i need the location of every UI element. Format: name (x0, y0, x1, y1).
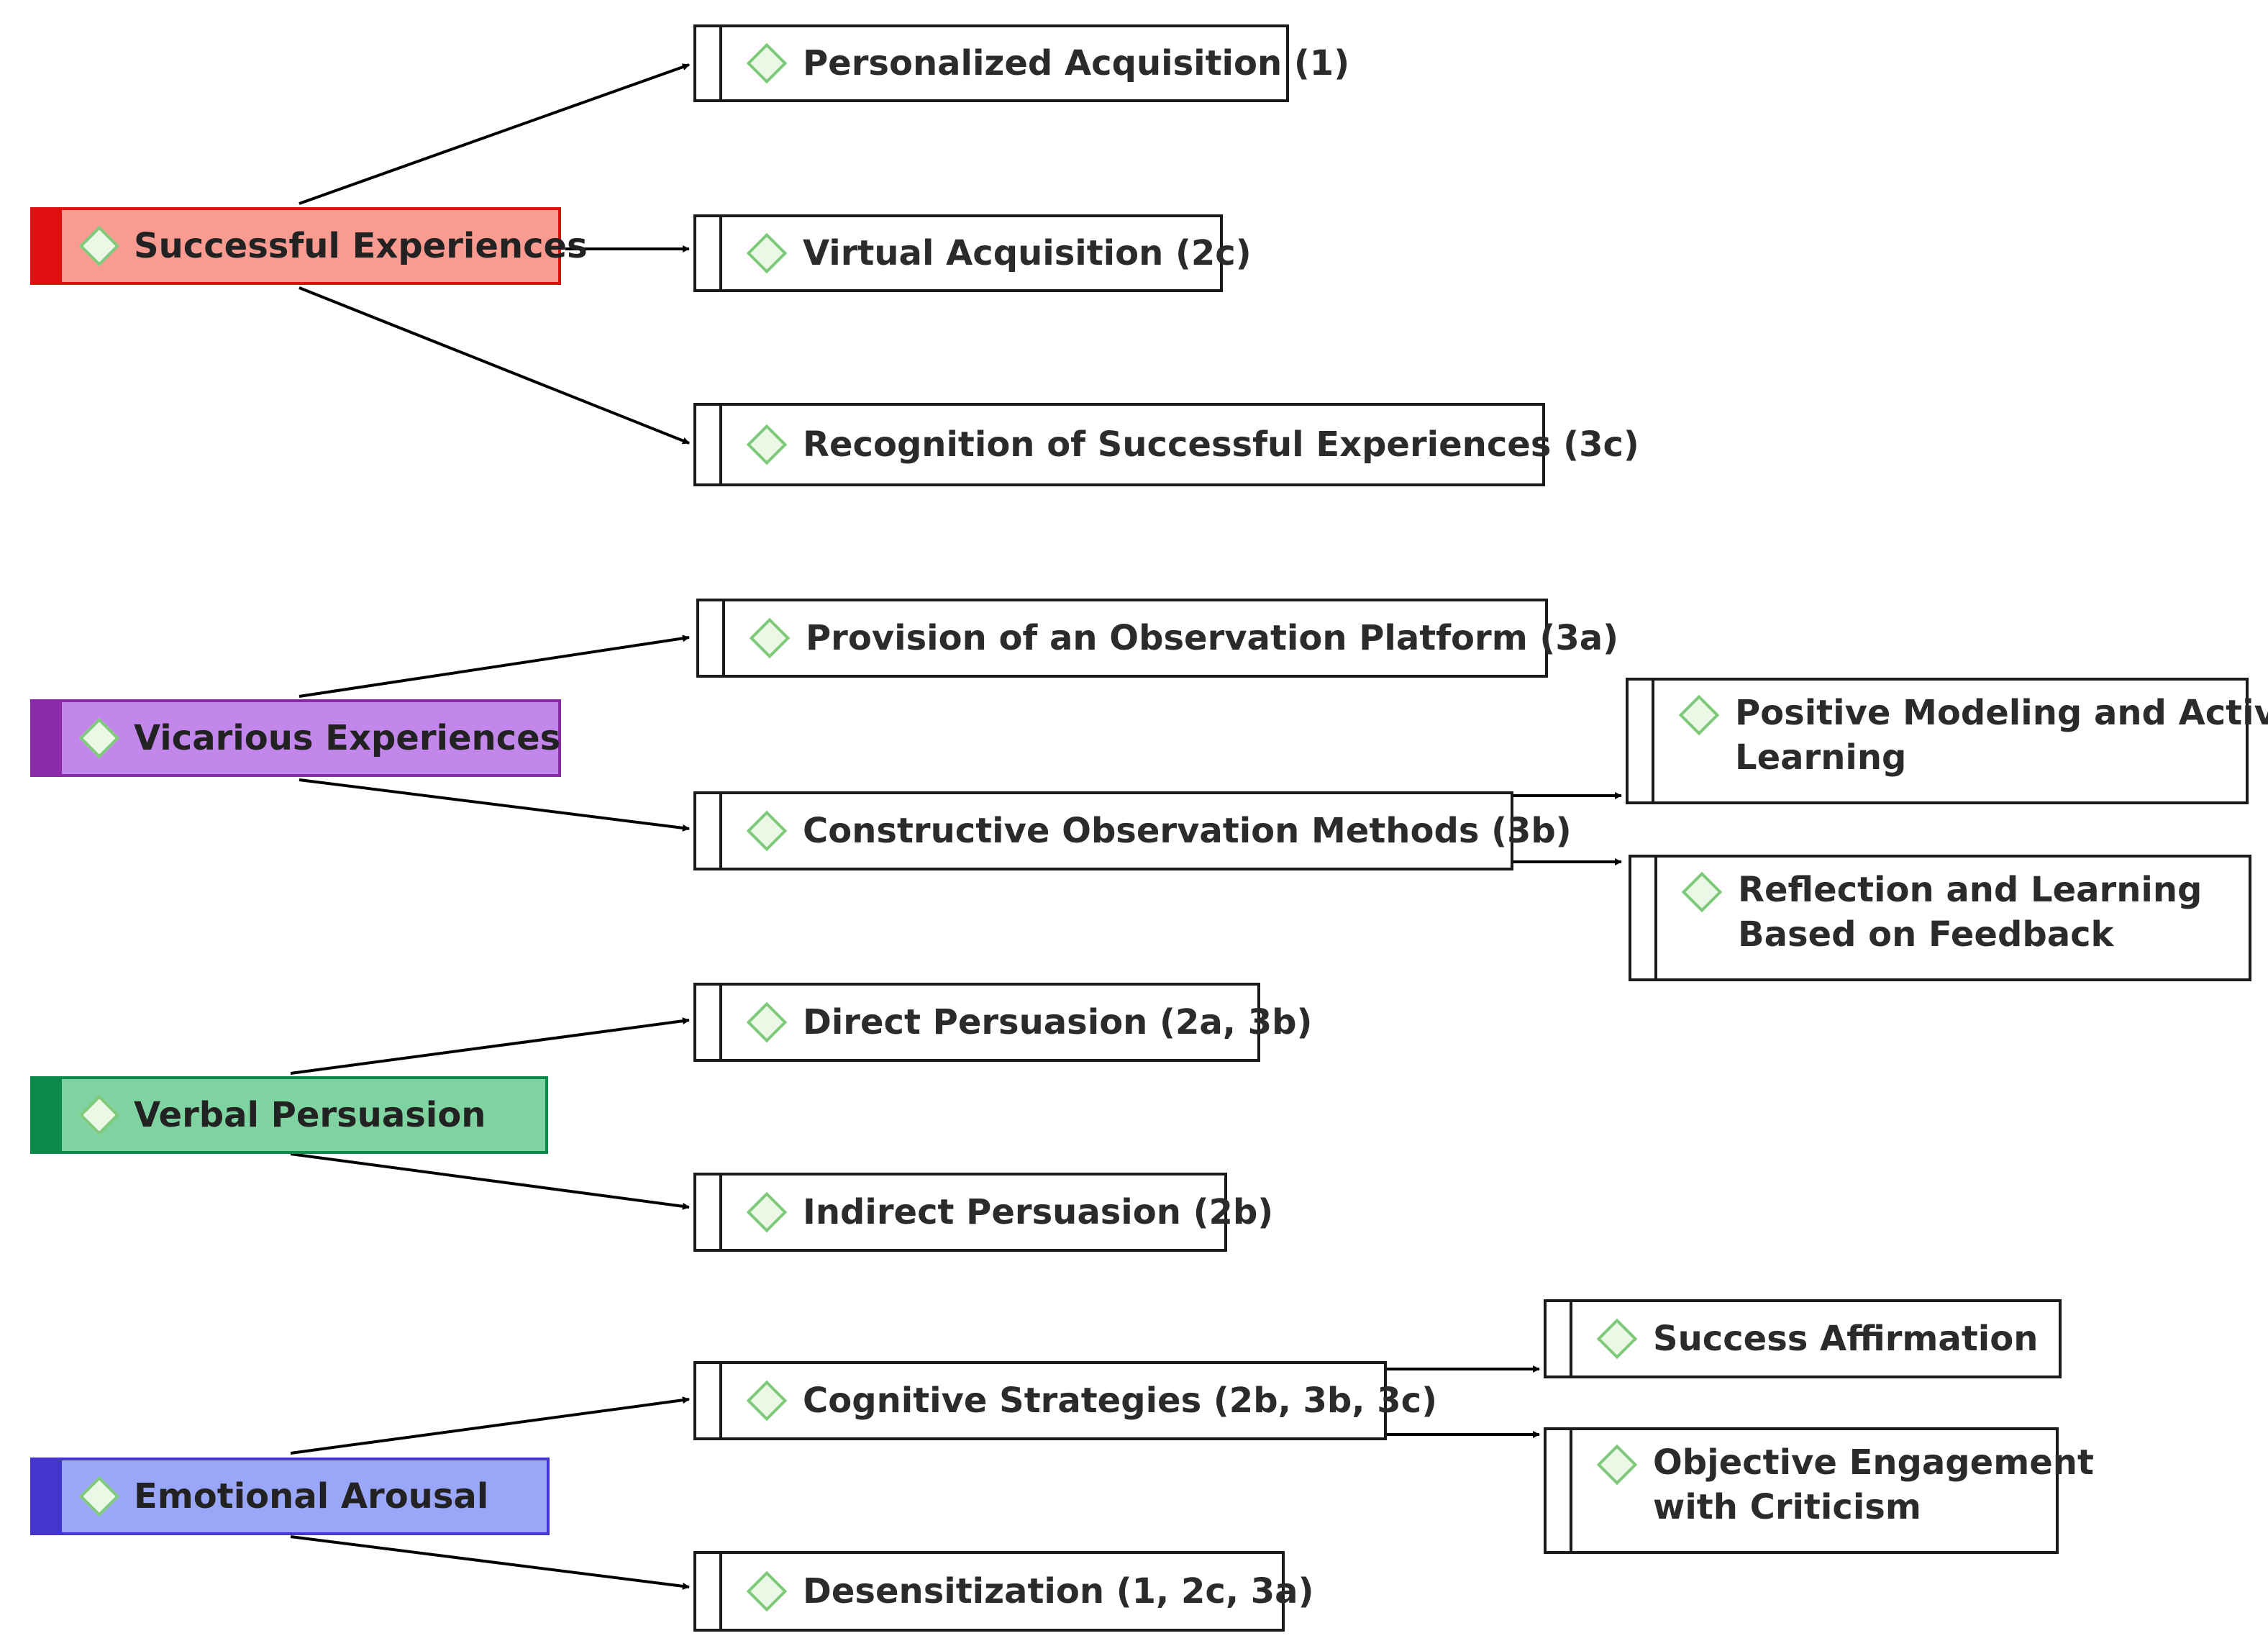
node-bar (696, 1176, 722, 1249)
category-successful-experiences: Successful Experiences (30, 207, 588, 285)
node-bar (696, 1554, 722, 1629)
diamond-icon (1678, 694, 1720, 736)
category-color-bar (33, 702, 62, 774)
diamond-icon (1681, 871, 1723, 913)
node-success-affirmation: Success Affirmation (1544, 1299, 2062, 1378)
node-label: Desensitization (1, 2c, 3a) (803, 1571, 1314, 1611)
arrow-successful-to-recognition (299, 286, 690, 445)
arrow-vicarious-to-constructive (299, 778, 690, 832)
diamond-icon (746, 810, 788, 852)
diamond-icon (1596, 1318, 1638, 1360)
node-bar (696, 406, 722, 483)
diamond-icon (746, 424, 788, 465)
node-bar (1631, 858, 1657, 978)
node-label: Indirect Persuasion (2b) (803, 1192, 1274, 1232)
node-bar (696, 1364, 722, 1437)
diamond-icon (746, 42, 788, 84)
node-bar (696, 27, 722, 99)
diamond-icon (78, 717, 120, 759)
node-bar (1547, 1430, 1572, 1551)
node-bar (696, 794, 722, 868)
diamond-icon (78, 1094, 120, 1136)
node-cognitive-strategies: Cognitive Strategies (2b, 3b, 3c) (693, 1361, 1437, 1440)
category-label: Emotional Arousal (134, 1476, 489, 1517)
diamond-icon (746, 232, 788, 274)
node-virtual-acquisition: Virtual Acquisition (2c) (693, 214, 1252, 292)
category-color-bar (33, 1079, 62, 1151)
arrow-successful-to-personalized (299, 63, 690, 205)
diamond-icon (746, 1001, 788, 1043)
node-bar (1629, 681, 1654, 801)
node-constructive-observation: Constructive Observation Methods (3b) (693, 791, 1572, 870)
category-emotional-arousal: Emotional Arousal (30, 1458, 550, 1535)
node-label: Constructive Observation Methods (3b) (803, 811, 1572, 851)
node-label: Success Affirmation (1653, 1319, 2039, 1359)
arrow-emotional-to-desensitization (290, 1535, 690, 1590)
category-color-bar (33, 1460, 62, 1532)
node-bar (696, 986, 722, 1059)
category-label: Vicarious Experiences (134, 718, 561, 758)
arrow-vicarious-to-platform (299, 635, 690, 698)
arrow-emotional-to-cognitive (290, 1396, 690, 1455)
node-label: Cognitive Strategies (2b, 3b, 3c) (803, 1381, 1437, 1421)
diamond-icon (746, 1191, 788, 1233)
node-indirect-persuasion: Indirect Persuasion (2b) (693, 1173, 1273, 1252)
node-bar (696, 217, 722, 289)
node-label: Virtual Acquisition (2c) (803, 233, 1252, 273)
diamond-icon (746, 1570, 788, 1612)
node-desensitization: Desensitization (1, 2c, 3a) (693, 1551, 1314, 1632)
node-label: Provision of an Observation Platform (3a… (806, 618, 1619, 658)
diamond-icon (746, 1380, 788, 1422)
node-recognition-successful-experiences: Recognition of Successful Experiences (3… (693, 403, 1639, 486)
diamond-icon (749, 617, 791, 659)
node-personalized-acquisition: Personalized Acquisition (1) (693, 24, 1349, 102)
node-bar (1547, 1302, 1572, 1376)
category-label: Successful Experiences (134, 226, 588, 266)
diamond-icon (78, 225, 120, 267)
diamond-icon (1596, 1444, 1638, 1486)
category-color-bar (33, 210, 62, 282)
node-label: Recognition of Successful Experiences (3… (803, 424, 1639, 465)
node-label: Direct Persuasion (2a, 3b) (803, 1002, 1313, 1042)
node-bar (699, 601, 725, 675)
category-vicarious-experiences: Vicarious Experiences (30, 699, 561, 777)
node-label: Personalized Acquisition (1) (803, 43, 1350, 83)
node-direct-persuasion: Direct Persuasion (2a, 3b) (693, 983, 1312, 1062)
node-observation-platform: Provision of an Observation Platform (3a… (696, 599, 1618, 678)
arrow-verbal-to-indirect (290, 1152, 690, 1210)
arrow-verbal-to-direct (290, 1017, 690, 1075)
category-verbal-persuasion: Verbal Persuasion (30, 1076, 548, 1154)
diamond-icon (78, 1476, 120, 1517)
category-label: Verbal Persuasion (134, 1095, 486, 1135)
